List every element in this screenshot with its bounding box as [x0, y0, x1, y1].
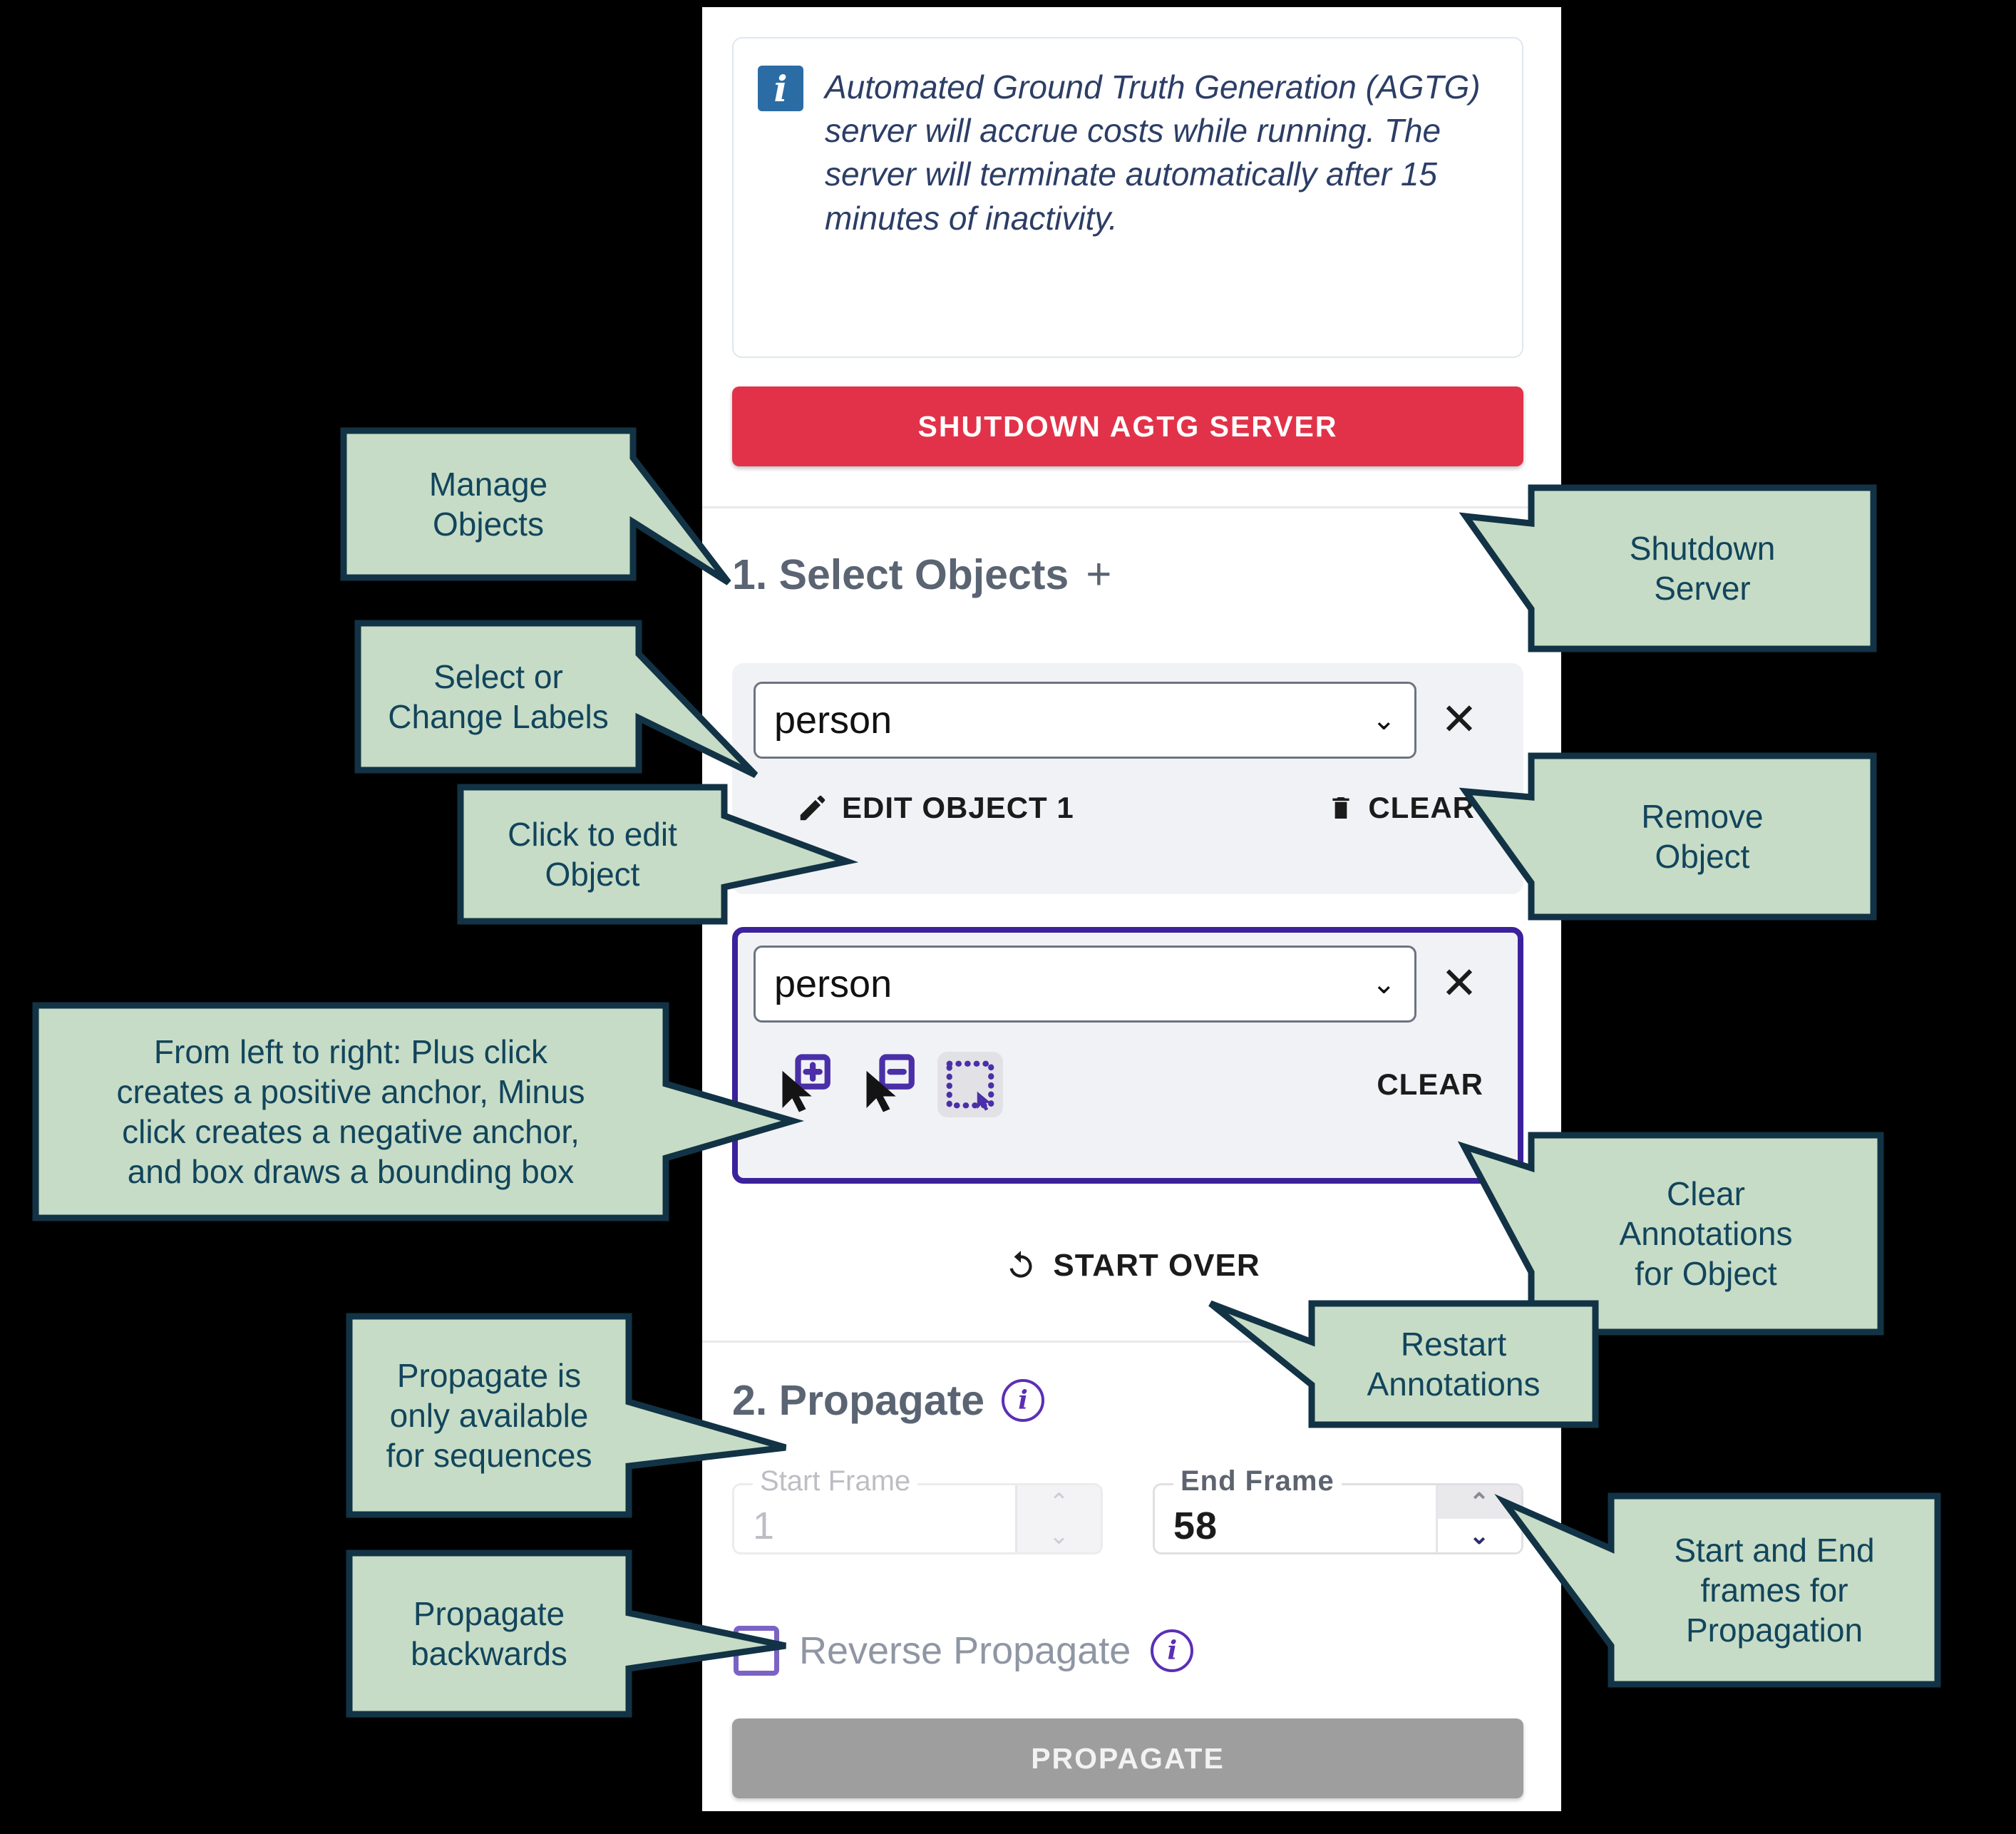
- divider-bottom: [702, 1341, 1561, 1343]
- callout-restart-annotations: Restart Annotations: [1205, 1284, 1604, 1440]
- annotation-panel: i Automated Ground Truth Generation (AGT…: [702, 7, 1561, 1811]
- object-label-value-1: person: [774, 699, 893, 742]
- end-frame-down-icon[interactable]: ⌄: [1438, 1519, 1521, 1552]
- callout-click-to-edit-text: Click to edit Object: [508, 815, 677, 893]
- propagate-info-icon[interactable]: i: [1002, 1379, 1045, 1422]
- chevron-down-icon: ⌄: [1372, 705, 1396, 736]
- reverse-propagate-info-icon[interactable]: i: [1151, 1629, 1194, 1672]
- object-label-select-2[interactable]: person ⌄: [754, 946, 1416, 1023]
- start-frame-label: Start Frame: [753, 1465, 918, 1497]
- callout-propagate-sequences-text: Propagate is only available for sequence…: [386, 1356, 592, 1475]
- pencil-icon: [800, 795, 826, 821]
- callout-select-change-labels-text: Select or Change Labels: [388, 657, 609, 735]
- refresh-icon: [1009, 1251, 1032, 1278]
- trash-icon: [1332, 797, 1349, 819]
- callout-start-end-frames: Start and End frames for Propagation: [1494, 1483, 1946, 1697]
- bounding-box-icon[interactable]: [937, 1052, 1003, 1117]
- reverse-propagate-label: Reverse Propagate: [799, 1629, 1131, 1672]
- callout-shutdown-server-text: Shutdown Server: [1629, 529, 1776, 607]
- start-frame-stepper[interactable]: ⌃ ⌄: [1015, 1485, 1101, 1552]
- reverse-propagate-row[interactable]: Reverse Propagate i: [734, 1626, 1194, 1676]
- callout-propagate-sequences: Propagate is only available for sequence…: [344, 1311, 950, 1525]
- callout-shutdown-server: Shutdown Server: [1454, 479, 1882, 657]
- cursor-minus-icon[interactable]: [853, 1052, 919, 1117]
- section1-title: 1. Select Objects: [732, 550, 1069, 598]
- callout-select-change-labels: Select or Change Labels: [349, 615, 1141, 779]
- start-frame-field[interactable]: Start Frame 1 ⌃ ⌄: [732, 1465, 1103, 1554]
- callout-clear-annotations: Clear Annotations for Object: [1454, 1127, 1889, 1341]
- end-frame-field[interactable]: End Frame 58 ⌃ ⌄: [1153, 1465, 1523, 1554]
- section2-title: 2. Propagate: [732, 1377, 985, 1424]
- object-label-select-1[interactable]: person ⌄: [754, 682, 1416, 759]
- object-label-value-2: person: [774, 963, 893, 1005]
- callout-click-to-edit: Click to edit Object: [455, 782, 954, 931]
- end-frame-stepper[interactable]: ⌃ ⌄: [1436, 1485, 1521, 1552]
- start-frame-down-icon[interactable]: ⌄: [1049, 1522, 1069, 1549]
- remove-object-button-1[interactable]: ✕: [1441, 695, 1478, 744]
- start-over-button[interactable]: START OVER: [702, 1248, 1561, 1284]
- shutdown-agtg-server-button[interactable]: SHUTDOWN AGTG SERVER: [732, 386, 1523, 466]
- start-frame-value: 1: [753, 1505, 775, 1547]
- section-select-objects-heading: 1. Select Objects +: [732, 549, 1111, 600]
- callout-propagate-backwards-text: Propagate backwards: [411, 1594, 567, 1672]
- start-over-label: START OVER: [1053, 1248, 1260, 1283]
- edit-object-button-1[interactable]: EDIT OBJECT 1: [796, 791, 1074, 825]
- info-alert: i Automated Ground Truth Generation (AGT…: [732, 37, 1523, 358]
- object-card-2[interactable]: person ⌄ ✕: [732, 927, 1523, 1184]
- edit-object-label-1: EDIT OBJECT 1: [842, 791, 1074, 824]
- start-frame-up-icon[interactable]: ⌃: [1049, 1488, 1069, 1516]
- propagate-button[interactable]: PROPAGATE: [732, 1718, 1523, 1798]
- object-card-1[interactable]: person ⌄ ✕ EDIT OBJECT 1 CLEAR: [732, 663, 1523, 894]
- callout-manage-objects-text: Manage Objects: [428, 465, 548, 543]
- callout-restart-annotations-text: Restart Annotations: [1367, 1325, 1541, 1403]
- section-propagate-heading: 2. Propagate i: [732, 1376, 1045, 1425]
- add-object-icon[interactable]: +: [1086, 550, 1112, 599]
- chevron-down-icon: ⌄: [1372, 968, 1396, 1000]
- callout-start-end-frames-text: Start and End frames for Propagation: [1674, 1531, 1875, 1649]
- callout-anchor-tools-text: From left to right: Plus click creates a…: [116, 1033, 585, 1191]
- remove-object-button-2[interactable]: ✕: [1441, 959, 1478, 1008]
- callout-manage-objects: Manage Objects: [335, 422, 1112, 586]
- callout-anchor-tools: From left to right: Plus click creates a…: [30, 1000, 821, 1226]
- cursor-plus-icon[interactable]: [769, 1052, 835, 1117]
- clear-object-label-1: CLEAR: [1368, 791, 1475, 824]
- end-frame-label: End Frame: [1173, 1465, 1342, 1497]
- callout-clear-annotations-text: Clear Annotations for Object: [1619, 1174, 1793, 1293]
- alert-text: Automated Ground Truth Generation (AGTG)…: [825, 68, 1481, 237]
- clear-object-button-1[interactable]: CLEAR: [1327, 791, 1475, 825]
- info-icon: i: [758, 66, 803, 111]
- callout-remove-object-text: Remove Object: [1641, 797, 1764, 875]
- clear-object-button-2[interactable]: CLEAR: [1377, 1067, 1483, 1101]
- callout-propagate-backwards: Propagate backwards: [344, 1547, 957, 1726]
- callout-remove-object: Remove Object: [1454, 747, 1882, 926]
- end-frame-value: 58: [1173, 1505, 1218, 1547]
- divider-top: [702, 506, 1561, 508]
